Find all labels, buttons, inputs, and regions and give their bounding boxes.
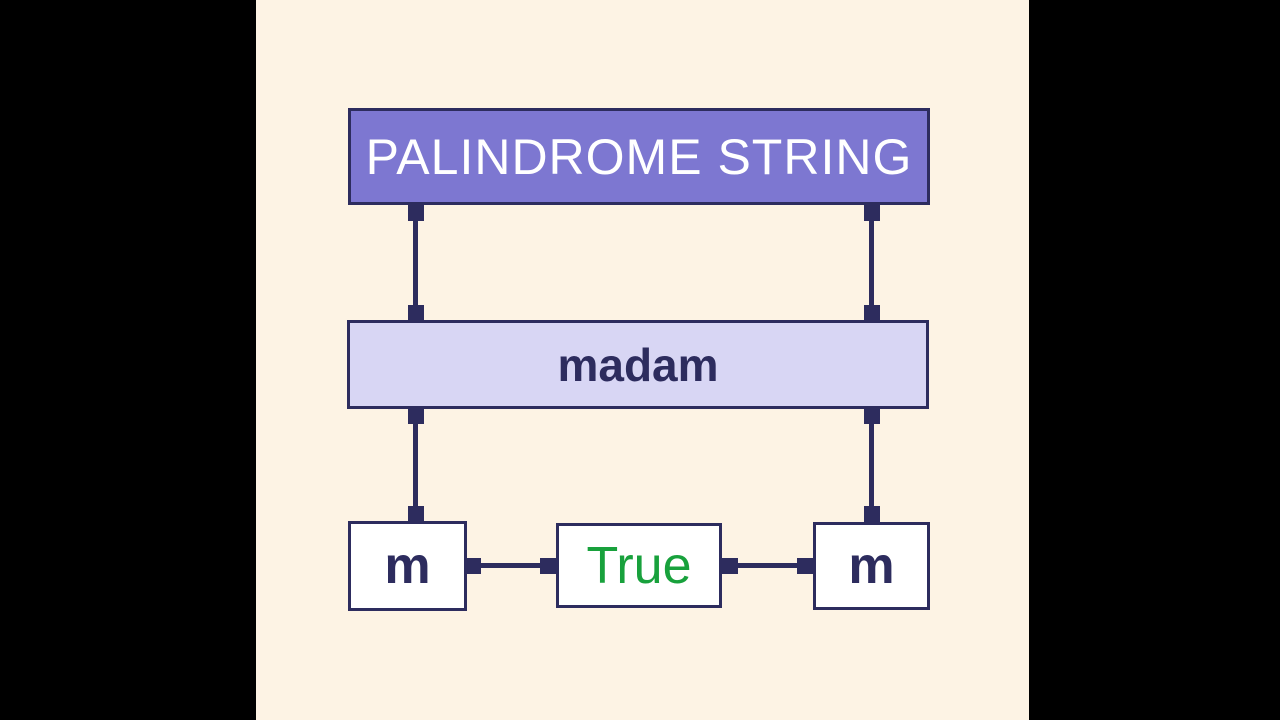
last-char-box: m — [813, 522, 930, 610]
connector-line — [413, 408, 418, 522]
connector-line — [722, 563, 813, 568]
last-char-text: m — [848, 537, 895, 595]
connector-line — [869, 408, 874, 522]
connector-string-to-last-char — [864, 408, 880, 522]
connector-title-to-string-right — [864, 205, 880, 321]
connector-title-to-string-left — [408, 205, 424, 321]
letterbox-right — [1029, 0, 1280, 720]
result-box: True — [556, 523, 722, 608]
connector-line — [869, 205, 874, 321]
title-box: PALINDROME STRING — [348, 108, 930, 205]
connector-first-char-to-result — [465, 558, 556, 574]
input-string-text: madam — [557, 338, 719, 391]
connector-line — [413, 205, 418, 321]
letterbox-left — [0, 0, 256, 720]
connector-line — [465, 563, 556, 568]
connector-result-to-last-char — [722, 558, 813, 574]
result-text: True — [586, 536, 692, 595]
input-string-box: madam — [347, 320, 929, 409]
first-char-box: m — [348, 521, 467, 611]
diagram-panel: PALINDROME STRING madam m True m — [256, 0, 1029, 720]
connector-string-to-first-char — [408, 408, 424, 522]
title-text: PALINDROME STRING — [365, 128, 913, 185]
first-char-text: m — [384, 537, 431, 595]
